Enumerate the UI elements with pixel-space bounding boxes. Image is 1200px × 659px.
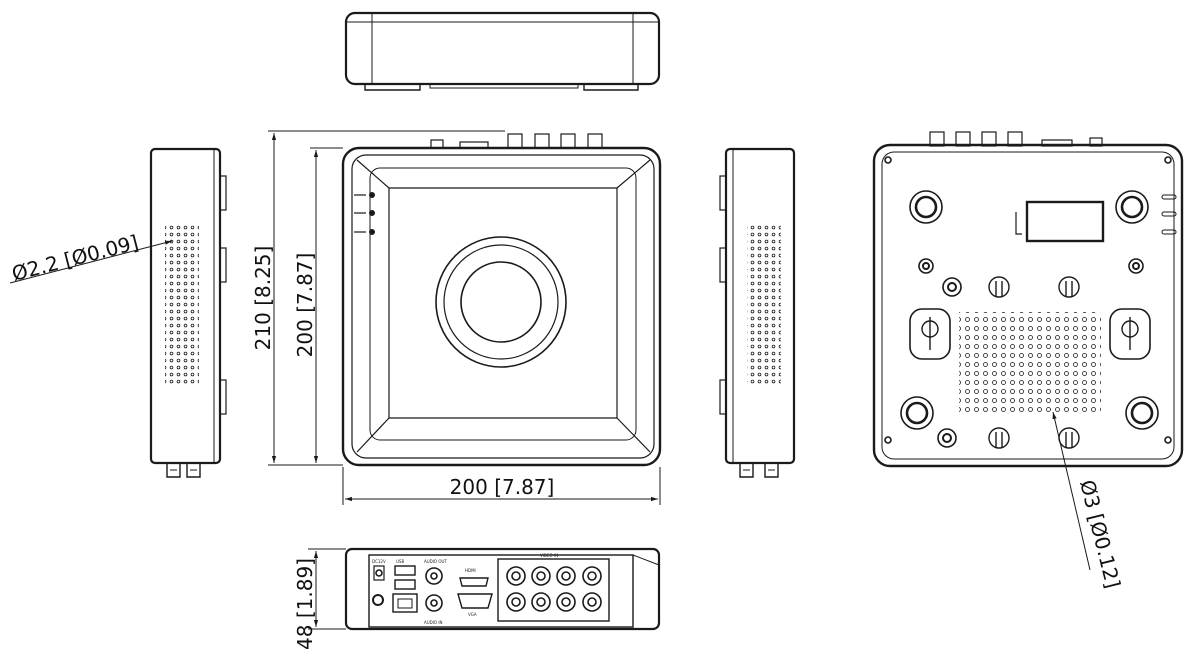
hdmi-label: HDMI [465, 568, 476, 573]
vga-label: VGA [468, 612, 477, 617]
depth-inner-dimension: 200 [7.87] [293, 253, 317, 358]
depth-outer-dimension: 210 [8.25] [251, 246, 275, 351]
side-hole-dimension: Ø2.2 [Ø0.09] [9, 230, 141, 286]
audio-out-label: AUDIO OUT [424, 559, 447, 564]
right-side-view [719, 147, 796, 478]
audio-in-label: AUDIO IN [424, 620, 443, 625]
plan-view [341, 133, 662, 467]
rear-panel-view [344, 547, 661, 631]
width-dimension: 200 [7.87] [450, 475, 555, 499]
height-dimension: 48 [1.89] [293, 558, 317, 650]
front-elevation-view [344, 11, 661, 91]
bottom-hole-dimension: Ø3 [Ø0.12] [1075, 477, 1125, 590]
dimension-lines [9, 130, 1091, 630]
bottom-view [872, 131, 1184, 468]
usb-label: USB [396, 559, 404, 564]
left-side-view [149, 147, 227, 478]
video-in-label: VIDEO IN [540, 553, 558, 558]
power-label: DC12V [372, 559, 386, 564]
